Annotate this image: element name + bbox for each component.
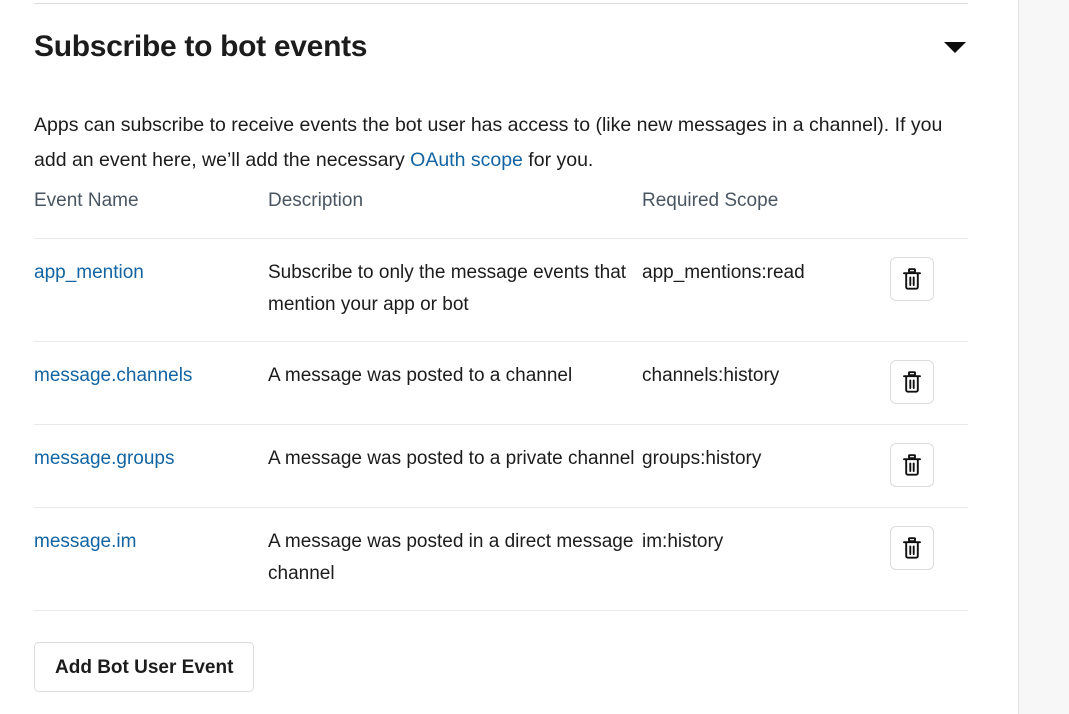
main-content-area: Subscribe to bot events Apps can subscri… [34,3,968,692]
table-body: app_mention Subscribe to only the messag… [34,238,968,611]
section-top-divider [34,3,968,4]
column-header-required-scope: Required Scope [642,190,779,211]
cell-description: A message was posted in a direct message… [268,507,642,611]
cell-required-scope: channels:history [642,341,890,425]
cell-event-name: message.im [34,507,268,611]
cell-required-scope: groups:history [642,424,890,508]
table-header-row: Event Name Description Required Scope [34,190,968,239]
oauth-scope-link[interactable]: OAuth scope [410,148,523,171]
trash-icon [902,537,922,559]
delete-event-button[interactable] [890,257,934,301]
section-description-text-before: Apps can subscribe to receive events the… [34,113,943,171]
cell-event-name: message.groups [34,424,268,508]
cell-description: A message was posted to a private channe… [268,424,642,508]
cell-actions [890,507,968,611]
chevron-down-icon[interactable] [942,34,968,60]
delete-event-button[interactable] [890,526,934,570]
event-name-link[interactable]: message.groups [34,448,175,469]
cell-event-name: app_mention [34,238,268,342]
trash-icon [902,268,922,290]
cell-actions [890,341,968,425]
event-name-link[interactable]: message.im [34,531,137,552]
trash-icon [902,454,922,476]
right-side-panel [1018,0,1069,714]
event-name-link[interactable]: app_mention [34,262,144,283]
column-header-event-name: Event Name [34,190,139,211]
cell-required-scope: app_mentions:read [642,238,890,342]
cell-required-scope: im:history [642,507,890,611]
table-row: app_mention Subscribe to only the messag… [34,238,968,342]
delete-event-button[interactable] [890,443,934,487]
page-title: Subscribe to bot events [34,30,368,63]
section-header: Subscribe to bot events [34,30,968,65]
section-description-text-after: for you. [522,148,594,171]
column-header-actions [890,190,968,239]
cell-description: Subscribe to only the message events tha… [268,238,642,342]
delete-event-button[interactable] [890,360,934,404]
table-row: message.groups A message was posted to a… [34,424,968,508]
cell-event-name: message.channels [34,341,268,425]
section-description: Apps can subscribe to receive events the… [34,108,964,178]
event-name-link[interactable]: message.channels [34,365,193,386]
table-row: message.channels A message was posted to… [34,341,968,425]
cell-actions [890,424,968,508]
column-header-description: Description [268,190,364,211]
table-row: message.im A message was posted in a dir… [34,507,968,611]
cell-actions [890,238,968,342]
cell-description: A message was posted to a channel [268,341,642,425]
bot-events-table: Event Name Description Required Scope ap… [34,190,968,611]
add-bot-user-event-button[interactable]: Add Bot User Event [34,642,255,692]
table-header: Event Name Description Required Scope [34,190,968,239]
trash-icon [902,371,922,393]
